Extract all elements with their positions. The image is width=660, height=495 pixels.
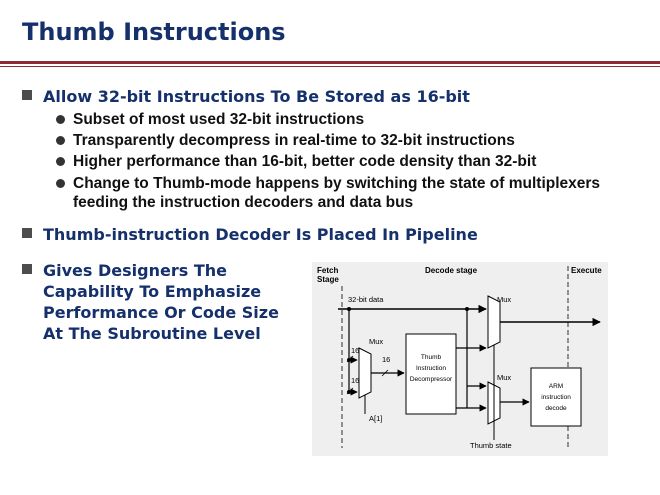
bullet-text-line: Capability To Emphasize [43, 282, 262, 301]
decompressor-label: Thumb [421, 354, 442, 361]
bullet-designers: Gives Designers The Capability To Emphas… [22, 260, 279, 343]
square-bullet-icon [22, 90, 32, 100]
slide-title: Thumb Instructions [22, 18, 286, 46]
execute-stage-label: Execute [571, 266, 602, 275]
sub-bullet-text: Change to Thumb-mode happens by switchin… [73, 175, 601, 192]
sub-bullet-text-continued: feeding the instruction decoders and dat… [73, 194, 414, 211]
bullet-decoder-pipeline: Thumb-instruction Decoder Is Placed In P… [22, 224, 478, 245]
top-right-mux [487, 295, 501, 349]
sub-bullet-text: Higher performance than 16-bit, better c… [73, 153, 537, 170]
arm-decode-label: ARM [549, 383, 563, 390]
fetch-stage-label-2: Stage [317, 275, 339, 284]
bullet-store-16bit: Allow 32-bit Instructions To Be Stored a… [22, 86, 470, 107]
diagram-background [312, 262, 608, 456]
round-bullet-icon [56, 179, 65, 188]
round-bullet-icon [56, 115, 65, 124]
bullet-text-line: Performance Or Code Size [43, 303, 279, 322]
bullet-text-line: Gives Designers The [43, 261, 227, 280]
bullet-text: Allow 32-bit Instructions To Be Stored a… [43, 87, 470, 106]
mux-label-bottom: Mux [497, 373, 511, 382]
square-bullet-icon [22, 228, 32, 238]
data-bus-label: 32-bit data [348, 295, 384, 304]
bullet-text-line: At The Subroutine Level [43, 324, 261, 343]
bus-slash [381, 369, 389, 377]
mux-label-top: Mux [497, 295, 511, 304]
bus-slash [346, 387, 354, 395]
arm-decode-label: decode [545, 405, 567, 412]
decode-stage-label: Decode stage [425, 266, 478, 275]
width-label: 16 [351, 376, 359, 385]
sub-bullet-text: Transparently decompress in real-time to… [73, 132, 515, 149]
round-bullet-icon [56, 157, 65, 166]
arm-decode-label: instruction [541, 394, 571, 401]
decompressor-label: Instruction [416, 365, 446, 372]
thumb-pipeline-diagram: Fetch Stage Decode stage Execute 32-bit … [312, 262, 608, 456]
mux-label-left: Mux [369, 337, 383, 346]
decompressor-label: Decompressor [410, 376, 453, 383]
bus-slash [346, 355, 354, 363]
arm-decode-box [530, 367, 582, 427]
title-divider [0, 61, 660, 67]
square-bullet-icon [22, 264, 32, 274]
select-label: A[1] [369, 414, 382, 423]
thumb-state-label: Thumb state [470, 441, 512, 450]
sub-bullet-text: Subset of most used 32-bit instructions [73, 111, 365, 128]
width-label: 16 [382, 355, 390, 364]
left-mux [358, 347, 372, 399]
bullet-text: Thumb-instruction Decoder Is Placed In P… [43, 225, 478, 244]
width-label: 16 [351, 346, 359, 355]
round-bullet-icon [56, 136, 65, 145]
fetch-stage-label: Fetch [317, 266, 338, 275]
thumb-decompressor-box [405, 333, 457, 415]
